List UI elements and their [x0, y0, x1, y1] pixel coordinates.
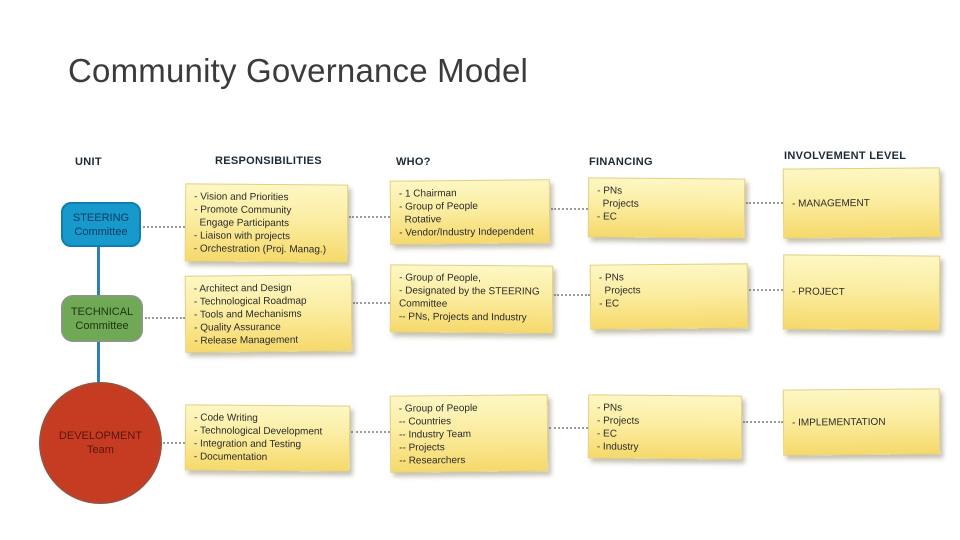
- column-header-financing: FINANCING: [589, 156, 653, 168]
- sticky-note-responsibilities-technical: - Architect and Design - Technological R…: [184, 274, 353, 353]
- connector-row2-financing-involvement: [749, 289, 783, 291]
- sticky-note-financing-development: - PNs - Projects - EC - Industry: [587, 394, 743, 460]
- technical-committee-shape: TECHNICAL Committee: [61, 295, 143, 342]
- column-header-unit: UNIT: [75, 156, 102, 168]
- sticky-note-who-technical: - Group of People, - Designated by the S…: [389, 264, 554, 334]
- sticky-note-financing-technical: - PNs Projects - EC: [589, 263, 749, 330]
- development-team-shape: DEVELOPMENT Team: [39, 382, 162, 504]
- sticky-note-responsibilities-steering: - Vision and Priorities - Promote Commun…: [184, 183, 349, 263]
- steering-committee-shape: STEERING Committee: [61, 202, 141, 247]
- connector-row1-unit-responsibilities: [143, 226, 185, 228]
- connector-row3-financing-involvement: [743, 421, 783, 423]
- connector-row3-unit-responsibilities: [163, 442, 185, 444]
- slide-title: Community Governance Model: [68, 52, 529, 89]
- column-header-who: WHO?: [396, 156, 431, 168]
- connector-row3-who-financing: [549, 427, 588, 429]
- column-header-responsibilities: RESPONSIBILITIES: [215, 155, 322, 167]
- connector-row2-who-financing: [554, 294, 590, 296]
- connector-row2-unit-responsibilities: [145, 317, 185, 319]
- sticky-note-financing-steering: - PNs Projects - EC: [587, 177, 746, 239]
- connector-row1-responsibilities-who: [349, 216, 390, 218]
- sticky-note-involvement-steering: - MANAGEMENT: [782, 167, 941, 239]
- connector-row1-financing-involvement: [746, 202, 783, 204]
- column-header-involvement-level: INVOLVEMENT LEVEL: [784, 150, 907, 162]
- sticky-note-involvement-technical: - PROJECT: [782, 254, 941, 331]
- sticky-note-who-development: - Group of People -- Countries -- Indust…: [389, 394, 549, 473]
- sticky-note-involvement-development: - IMPLEMENTATION: [782, 388, 941, 456]
- connector-row1-who-financing: [551, 208, 588, 210]
- connector-row3-responsibilities-who: [351, 431, 390, 433]
- sticky-note-who-steering: - 1 Chairman - Group of People Rotative …: [389, 179, 551, 245]
- connector-row2-responsibilities-who: [353, 302, 390, 304]
- sticky-note-responsibilities-development: - Code Writing - Technological Developme…: [184, 404, 351, 472]
